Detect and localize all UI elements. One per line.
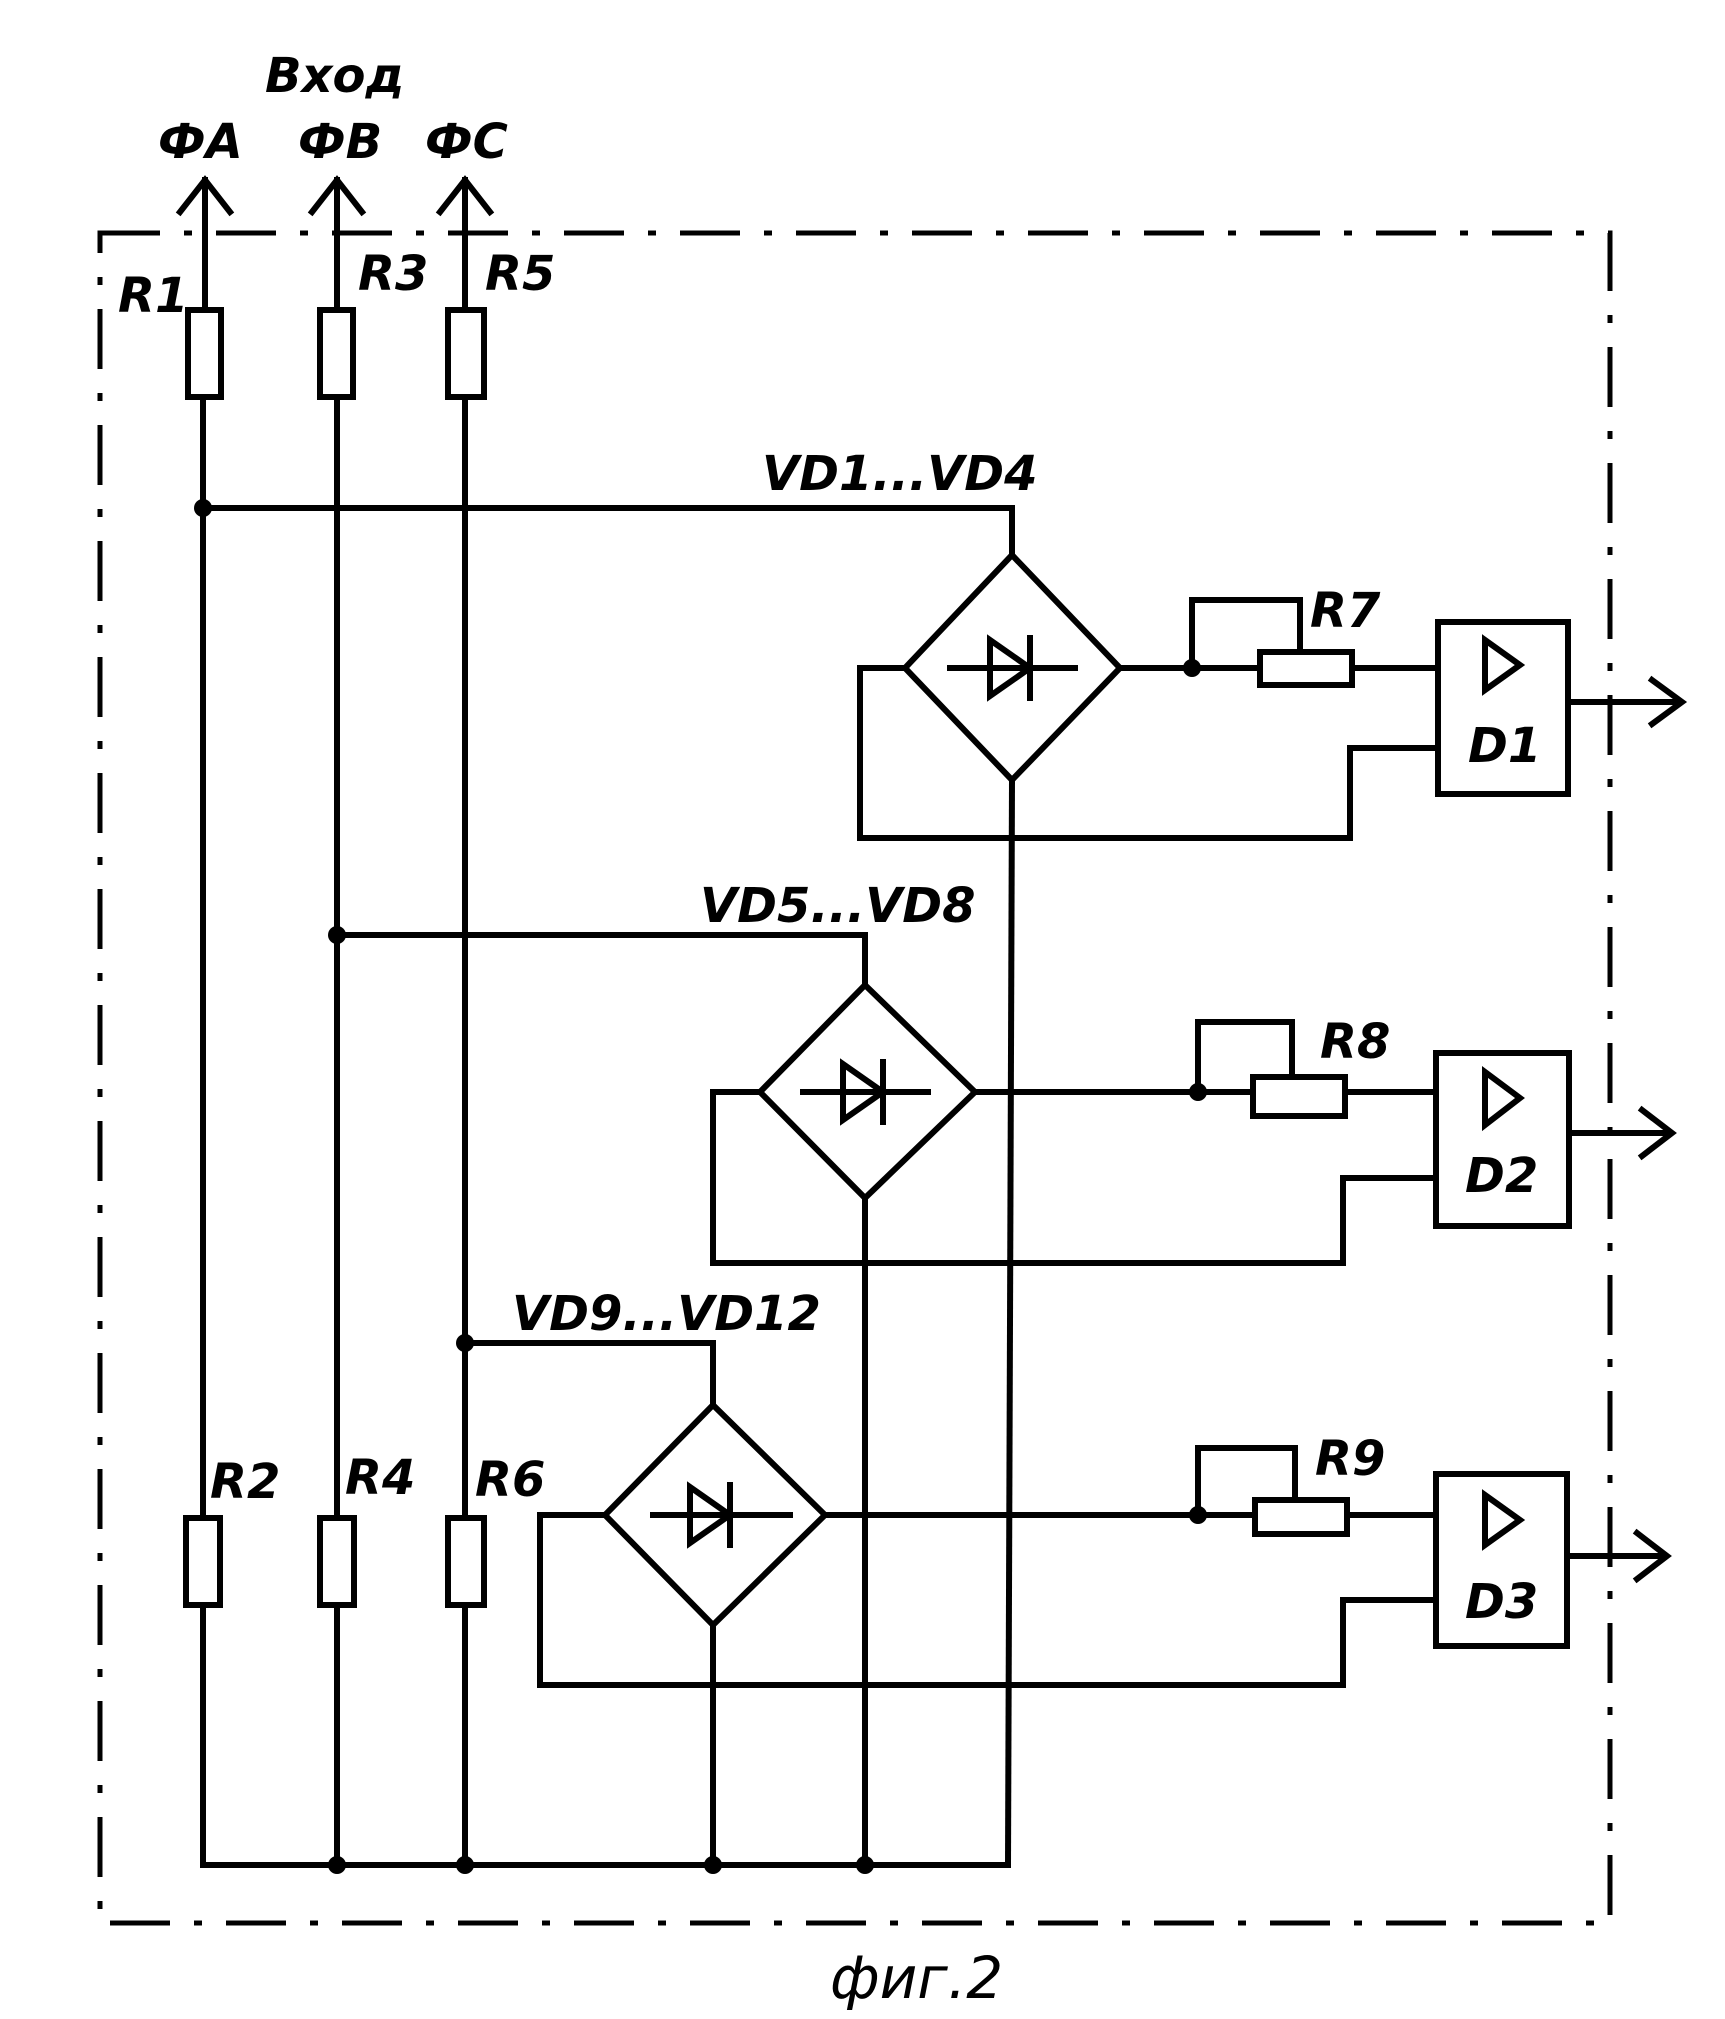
resistor-r6-label: R6 <box>475 1452 545 1508</box>
resistor-r4-label: R4 <box>345 1450 415 1506</box>
input-label: Вход <box>265 48 404 104</box>
bridge-3-diode-icon <box>650 1481 793 1549</box>
amplifier-d1-icon <box>1482 634 1526 696</box>
bridge-1-diode-icon <box>947 634 1078 702</box>
bridge-2-label: VD5...VD8 <box>700 878 975 934</box>
junction-dots <box>194 499 1207 1874</box>
bridge-3-label: VD9...VD12 <box>512 1286 821 1342</box>
phase-c-label: ФС <box>425 114 508 170</box>
trimmer-r7 <box>1257 649 1355 688</box>
amplifier-d2-icon <box>1482 1066 1525 1132</box>
amplifier-d1-label: D1 <box>1468 718 1541 774</box>
amplifier-d1-output-arrow <box>1565 675 1688 729</box>
phase-b-arrow <box>307 175 367 313</box>
resistor-r5 <box>445 307 487 400</box>
resistor-r1-label: R1 <box>118 268 188 324</box>
trimmer-r7-label: R7 <box>1310 583 1381 639</box>
trimmer-r9-label: R9 <box>1315 1431 1385 1487</box>
device-enclosure <box>97 230 1613 1926</box>
resistor-r3-label: R3 <box>358 246 428 302</box>
amplifier-d2-label: D2 <box>1465 1148 1538 1204</box>
bridge-1-wiring <box>200 505 1441 1869</box>
resistor-r4 <box>317 1515 357 1608</box>
resistor-r3 <box>317 307 356 400</box>
resistor-r6 <box>445 1515 487 1608</box>
amplifier-d3-icon <box>1482 1489 1526 1551</box>
bridge-2-diode-icon <box>800 1058 931 1126</box>
phase-a-label: ФА <box>158 114 243 170</box>
bridge-1-label: VD1...VD4 <box>762 446 1037 502</box>
phase-a-arrow <box>175 175 235 323</box>
resistor-r5-label: R5 <box>485 246 555 302</box>
trimmer-r8 <box>1250 1074 1348 1119</box>
amplifier-d3-label: D3 <box>1465 1574 1538 1630</box>
amplifier-d2-output-arrow <box>1566 1105 1677 1161</box>
amplifier-d3 <box>1433 1471 1570 1649</box>
bridge-2-wiring <box>334 932 1439 1868</box>
resistor-r2 <box>183 1515 223 1608</box>
resistor-r1 <box>185 307 224 400</box>
resistor-r2-label: R2 <box>210 1454 280 1510</box>
phase-c-arrow <box>435 175 495 313</box>
phase-b-label: ФВ <box>298 114 382 170</box>
bridge-3-wiring <box>462 1340 1439 1868</box>
figure-caption: фиг.2 <box>830 1944 1003 2012</box>
amplifier-d3-output-arrow <box>1564 1528 1672 1584</box>
trimmer-r8-label: R8 <box>1320 1014 1390 1070</box>
trimmer-r9 <box>1252 1497 1350 1537</box>
